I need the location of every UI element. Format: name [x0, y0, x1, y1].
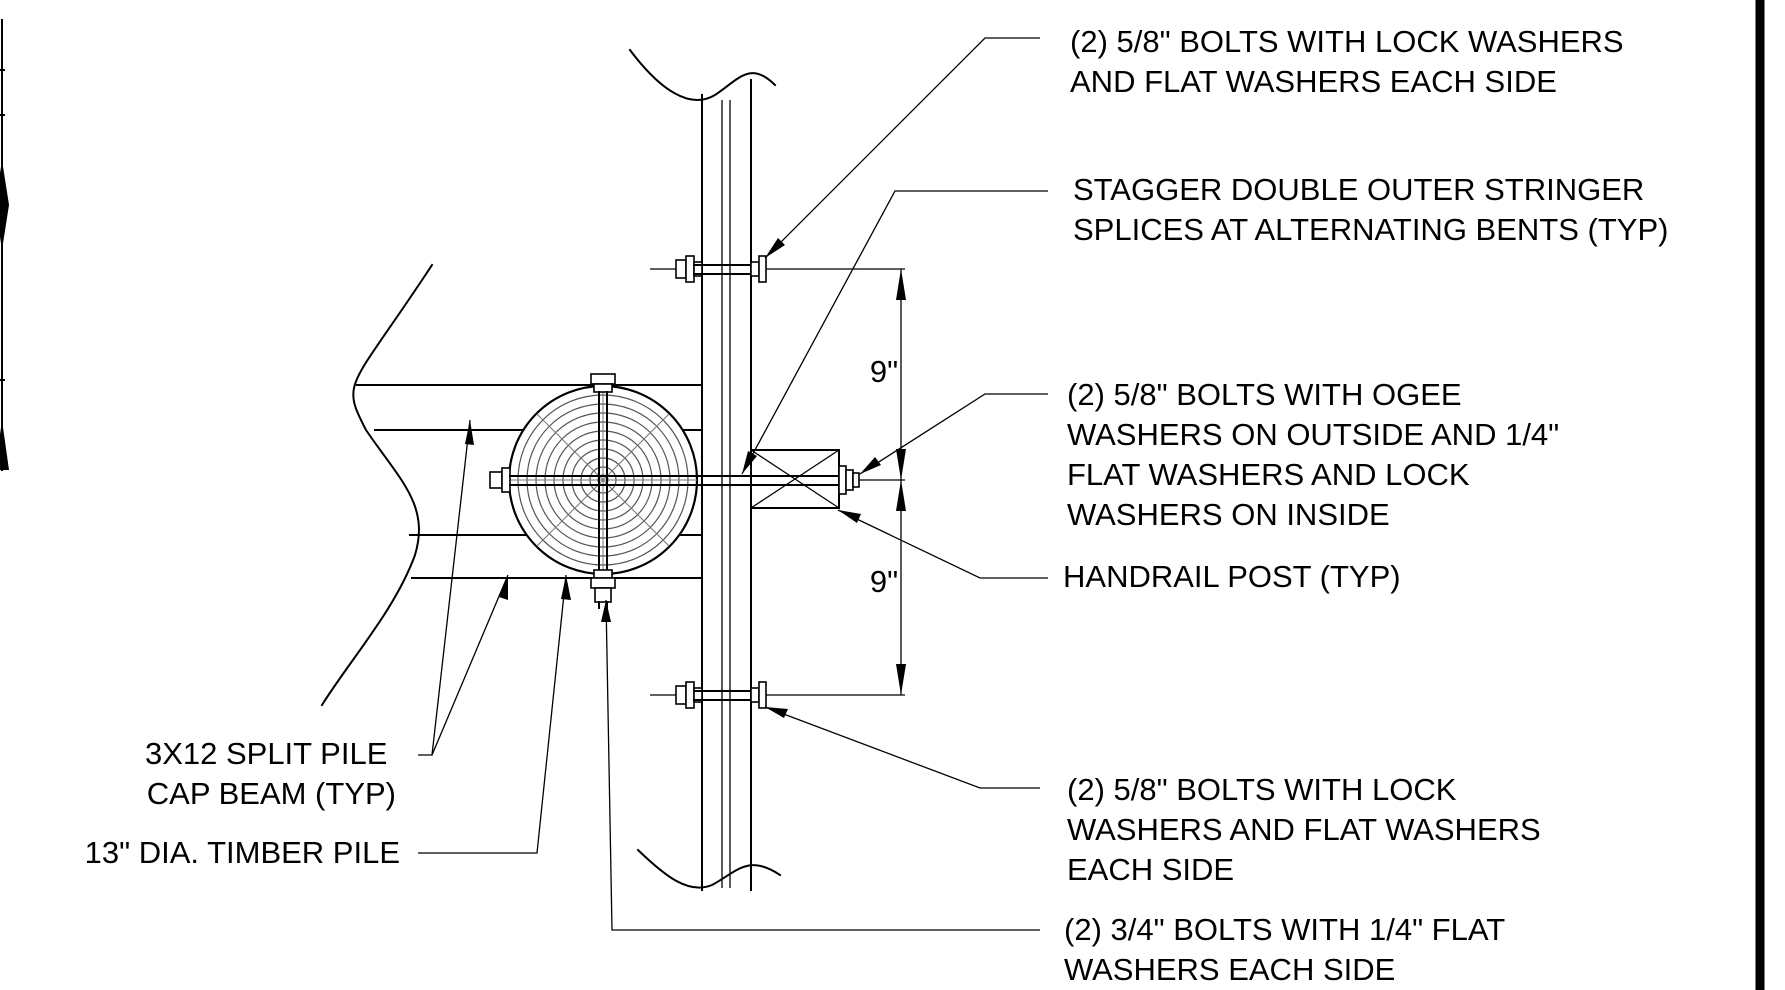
stringer-bolt-top — [650, 255, 905, 283]
note-stagger-splices: STAGGER DOUBLE OUTER STRINGER SPLICES AT… — [1073, 172, 1668, 247]
timber-pile-section — [507, 384, 699, 576]
note-bolts-bottom: (2) 5/8" BOLTS WITH LOCK WASHERS AND FLA… — [1067, 772, 1549, 887]
handrail-post — [750, 449, 905, 509]
leader-ogee-bolts — [859, 393, 1048, 475]
note-cap-beam: 3X12 SPLIT PILE CAP BEAM (TYP) — [145, 736, 396, 811]
left-edge-dimension — [0, 19, 9, 471]
vertical-bolt-3-4 — [590, 373, 616, 609]
leader-stagger — [741, 190, 1048, 475]
note-ogee-bolts: (2) 5/8" BOLTS WITH OGEE WASHERS ON OUTS… — [1067, 377, 1568, 532]
note-timber-pile: 13" DIA. TIMBER PILE — [85, 835, 400, 870]
dimension-line — [896, 269, 906, 695]
leader-bolts-3-4 — [601, 599, 1040, 931]
leader-cap-beam — [418, 419, 509, 756]
note-handrail-post: HANDRAIL POST (TYP) — [1063, 559, 1401, 594]
leader-bolts-bottom — [764, 706, 1040, 789]
note-bolts-3-4: (2) 3/4" BOLTS WITH 1/4" FLAT WASHERS EA… — [1064, 912, 1513, 987]
leader-bolts-top — [764, 37, 1040, 259]
note-bolts-top: (2) 5/8" BOLTS WITH LOCK WASHERS AND FLA… — [1070, 24, 1632, 99]
leader-handrail — [837, 509, 1048, 579]
dimension-lower: 9" — [870, 564, 898, 599]
leader-timber-pile — [418, 574, 571, 854]
stringer-bolt-bottom — [650, 681, 905, 709]
stringer-break-top — [628, 48, 777, 101]
dimension-upper: 9" — [870, 354, 898, 389]
stringer-break-bottom — [636, 848, 782, 889]
